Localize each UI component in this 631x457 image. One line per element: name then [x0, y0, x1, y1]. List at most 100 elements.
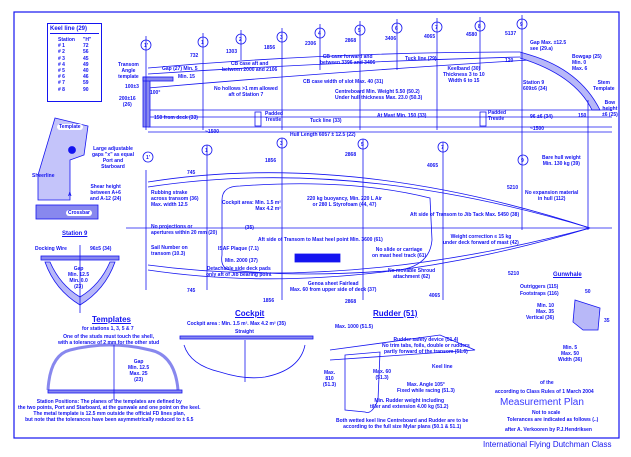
cockpit-outline: [221, 183, 433, 275]
padded-trestle-2: [479, 111, 487, 127]
dim-label: 5137: [505, 31, 517, 37]
col-header: Station: [58, 37, 75, 43]
dim-label: 1856: [263, 298, 275, 304]
adjust-knob: [68, 146, 76, 154]
keelband-note: Keelband (30) Thickness 3 to 10 Width 6 …: [443, 66, 485, 84]
genoa-fairlead-note: Genoa sheet Fairlead Max. 60 from upper …: [290, 281, 377, 293]
station-label: 1: [201, 40, 204, 46]
max60-note: Max. 60 (51.3): [373, 369, 392, 381]
cockpit-title: Cockpit: [235, 309, 265, 318]
padded-trestle-1: [254, 111, 262, 127]
gaps-note: Large adjustable gaps "x" as equal Port …: [92, 146, 134, 170]
side-deck-note: Detachable side deck pads only aft of Ji…: [206, 266, 272, 278]
cockpit-section: [183, 344, 306, 379]
cockpit-area-note: Cockpit area: Min. 1.5 m² Max 4.2 m²: [222, 200, 281, 212]
tuck-line: [147, 56, 521, 75]
templates-subtitle: for stations 1, 3, 5 & 7: [82, 326, 134, 332]
at-mast-note: At Mast Min. 150 (33): [377, 113, 427, 119]
gap-max-note: Gap Max. ±12.5 see (29.a): [530, 40, 567, 52]
dim-label: 96 ±6 (34): [530, 114, 553, 120]
mast-heel-track: [294, 253, 341, 263]
bare-hull-weight-note: Bare hull weight Min. 130 kg (39): [542, 155, 581, 167]
dim-label: 150: [578, 113, 587, 119]
sheerline-label: Sheerline: [32, 173, 55, 179]
templates-note: One of the studs must touch the shell, w…: [58, 334, 160, 346]
dim-label: ~1500: [530, 126, 545, 132]
tuck-line-label: Tuck line (33): [310, 118, 342, 124]
dim-label: 35: [604, 318, 610, 324]
transom-template-arm: [142, 76, 174, 82]
max810-note: Max. 810 (51.3): [323, 370, 337, 388]
dim-label: 4065: [427, 163, 439, 169]
template-arc: [46, 343, 180, 391]
tolerance-note: Tolerances are indicated as follows (..): [507, 417, 599, 423]
station-label: 1: [205, 148, 208, 154]
col-header: "H": [82, 37, 92, 43]
centreboard-note: Centreboard Min. Weight 5.50 (50.2) Unde…: [335, 89, 423, 101]
tuck-line-label: Tuck line (29): [405, 56, 437, 62]
sheer-template: [37, 117, 89, 201]
template-label: Template: [57, 124, 83, 130]
station9-note: Station 9 609±6 (34): [523, 80, 548, 92]
gunwale-outline-upper: [147, 172, 591, 229]
gap-note: Gap Min. 12.5 Max. 25 (23): [128, 359, 150, 383]
rudder-angle-note: Max. Angle 105° Fixed while racing (51.3…: [397, 382, 455, 394]
dim-label: 5210: [507, 185, 519, 191]
rubbing-strake-note: Rubbing strake across transom (36) Max. …: [151, 190, 199, 208]
rudder-blade: [344, 351, 381, 413]
max1000-note: Max. 1000 (51.5): [335, 324, 374, 330]
angle-label: 100°: [150, 90, 161, 96]
docking-wire-label: Docking Wire: [35, 246, 67, 252]
dim-label: 4580: [466, 32, 478, 38]
weight-correction-note: Weight correction ≤ 15 kg under deck for…: [443, 234, 519, 246]
dim-label: 2868: [345, 299, 357, 305]
ref-label: (35): [245, 225, 254, 231]
plan-title: Measurement Plan: [500, 397, 584, 408]
gap-note: Gap Min. 12.5 Min. 0.0 (23): [68, 266, 90, 290]
rudder-title: Rudder (51): [373, 309, 418, 318]
dim-label: 732: [190, 53, 199, 59]
jib-tack-note: Aft side of Transom to Jib Tack Max. 545…: [410, 212, 520, 218]
keel-line: [147, 59, 531, 89]
dim-label: ~1500: [205, 129, 220, 135]
station-label: 4: [318, 31, 321, 37]
frame-border: [13, 11, 620, 439]
gunwale-inner-lower: [147, 227, 591, 274]
station-label: 7: [435, 25, 438, 31]
dim-label: 4065: [424, 34, 436, 40]
buoyancy-note: 220 kg buoyancy, Min. 220 L Air or 280 L…: [307, 196, 382, 208]
dim-label: 2306: [305, 41, 317, 47]
wetted-note: Both wetted keel line Centreboard and Ru…: [336, 418, 469, 430]
station-label: 3: [280, 35, 283, 41]
station-label: 9: [520, 22, 523, 28]
sail-number-note: Sail Number on transom (10.3): [151, 245, 188, 257]
dim-label: 745: [187, 288, 196, 294]
no-expansion-note: No expansion material in hull (112): [525, 190, 579, 202]
mast-heel-note: Aft side of Transom to Mast heel point M…: [258, 237, 383, 243]
station-label: 6: [395, 26, 398, 32]
gunwale-inner-upper: [147, 177, 591, 229]
dim-label: 200±16 (26): [119, 96, 136, 108]
dim-label: 5210: [508, 271, 520, 277]
class-title: International Flying Dutchman Class: [483, 440, 612, 449]
straight-label: Straight: [235, 329, 254, 335]
dim-label: 96±5 (34): [90, 246, 112, 252]
bowgap-note: Bowgap (25) Min. 0 Max. 6: [572, 54, 602, 72]
isaf-plaque-note: ISAF Plaque (7.1): [218, 246, 259, 252]
vertical-note: Min. 10 Max. 35 Vertical (36): [526, 303, 555, 321]
rudder-weight-note: Min. Rudder weight including tiller and …: [370, 398, 449, 410]
transom-template-label: Transom Angle template: [118, 62, 139, 80]
stem-template-label: Stem Template: [593, 80, 615, 92]
cb-forward-note: CB case forward and between 3396 and 340…: [320, 54, 376, 66]
min2000-note: Min. 2000 (37): [225, 258, 258, 264]
station-label: 5: [358, 28, 361, 34]
